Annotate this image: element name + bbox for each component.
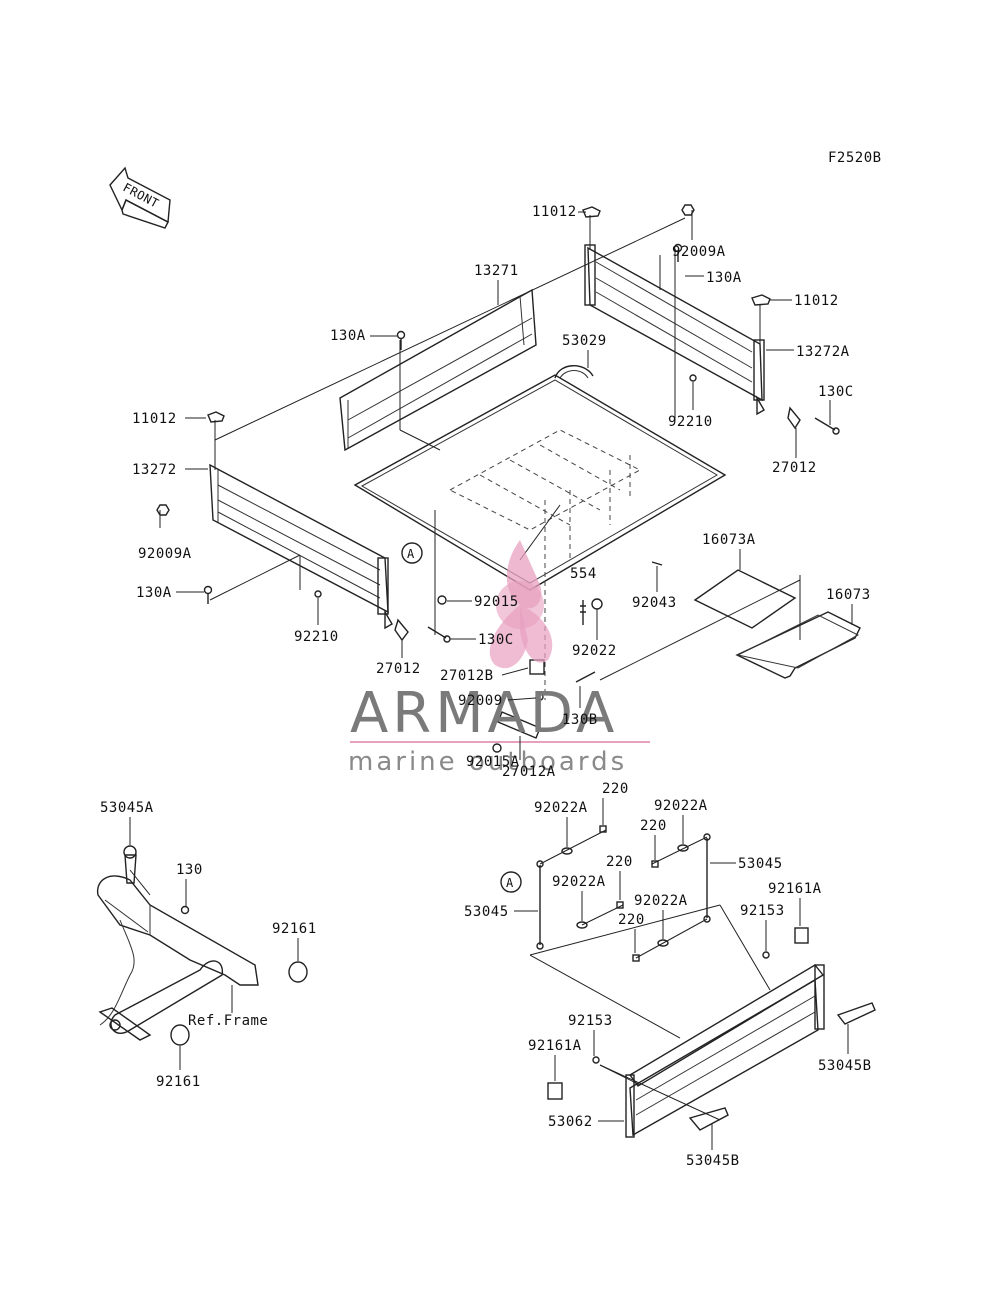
right-panel-13272a — [584, 244, 765, 416]
part-label: Ref.Frame — [188, 1013, 268, 1029]
part-label: 53045 — [738, 856, 783, 872]
part-label: 92161A — [528, 1038, 582, 1054]
part-label: 92022A — [552, 874, 606, 890]
ref-marker-a-bottom: A — [506, 876, 514, 890]
part-label: 92009A — [138, 546, 192, 562]
hardware-parts — [156, 204, 840, 893]
part-label: 13271 — [474, 263, 519, 279]
part-label: 11012 — [132, 411, 177, 427]
part-label: 130C — [478, 632, 514, 648]
part-label: 92015A — [466, 754, 520, 770]
part-label: 92022A — [654, 798, 708, 814]
part-label: 13272 — [132, 462, 177, 478]
part-label: 220 — [618, 912, 645, 928]
part-label: 130B — [562, 712, 598, 728]
tailgate-53062 — [529, 904, 876, 1138]
part-label: 130 — [176, 862, 203, 878]
watermark-logo — [350, 540, 650, 743]
part-label: 130A — [706, 270, 742, 286]
part-label: 92153 — [568, 1013, 613, 1029]
part-label: 92022A — [534, 800, 588, 816]
diagram-code: F2520B — [828, 150, 882, 166]
part-label: 92022A — [634, 893, 688, 909]
part-label: 130A — [330, 328, 366, 344]
watermark-tagline: marine outboards — [348, 747, 627, 777]
part-label: 220 — [602, 781, 629, 797]
part-label: 11012 — [794, 293, 839, 309]
front-arrow-icon: FRONT — [109, 166, 171, 229]
part-label: 53045B — [818, 1058, 872, 1074]
part-label: 220 — [606, 854, 633, 870]
part-label: 130C — [818, 384, 854, 400]
mat-16073a — [693, 569, 797, 629]
mat-16073 — [735, 611, 861, 679]
part-label: 27012B — [440, 668, 494, 684]
front-panel-13271 — [339, 288, 537, 452]
part-label: 92210 — [294, 629, 339, 645]
part-label: 92009 — [458, 693, 503, 709]
part-label: 11012 — [532, 204, 577, 220]
part-label: 92043 — [632, 595, 677, 611]
bed-floor-53029 — [353, 365, 727, 700]
part-label: 53029 — [562, 333, 607, 349]
part-label: 554 — [570, 566, 597, 582]
frame-ref — [96, 845, 308, 1046]
part-label: 92153 — [740, 903, 785, 919]
part-label: 13272A — [796, 344, 850, 360]
part-label: 92161 — [156, 1074, 201, 1090]
part-label: 92022 — [572, 643, 617, 659]
part-label: 130A — [136, 585, 172, 601]
watermark-brand: ARMADA — [350, 681, 618, 746]
part-label: 53045B — [686, 1153, 740, 1169]
left-panel-13272 — [209, 463, 393, 630]
part-label: 53045A — [100, 800, 154, 816]
part-label: 53045 — [464, 904, 509, 920]
upper-leaders — [159, 210, 801, 681]
part-label: 16073A — [702, 532, 756, 548]
tailgate-cables-53045 — [536, 825, 711, 962]
part-label: 92015 — [474, 594, 519, 610]
part-label: 92210 — [668, 414, 713, 430]
part-label: 27012 — [772, 460, 817, 476]
part-label: 92009A — [672, 244, 726, 260]
part-label: 16073 — [826, 587, 871, 603]
ref-marker-a-top: A — [407, 547, 415, 561]
part-label: 92161A — [768, 881, 822, 897]
part-label: 53062 — [548, 1114, 593, 1130]
part-label: 92161 — [272, 921, 317, 937]
part-label: 27012A — [502, 764, 556, 780]
part-label: 220 — [640, 818, 667, 834]
part-label: 27012 — [376, 661, 421, 677]
part-labels: 11012 92009A 130A 11012 13272A 130C 2701… — [100, 204, 872, 1169]
